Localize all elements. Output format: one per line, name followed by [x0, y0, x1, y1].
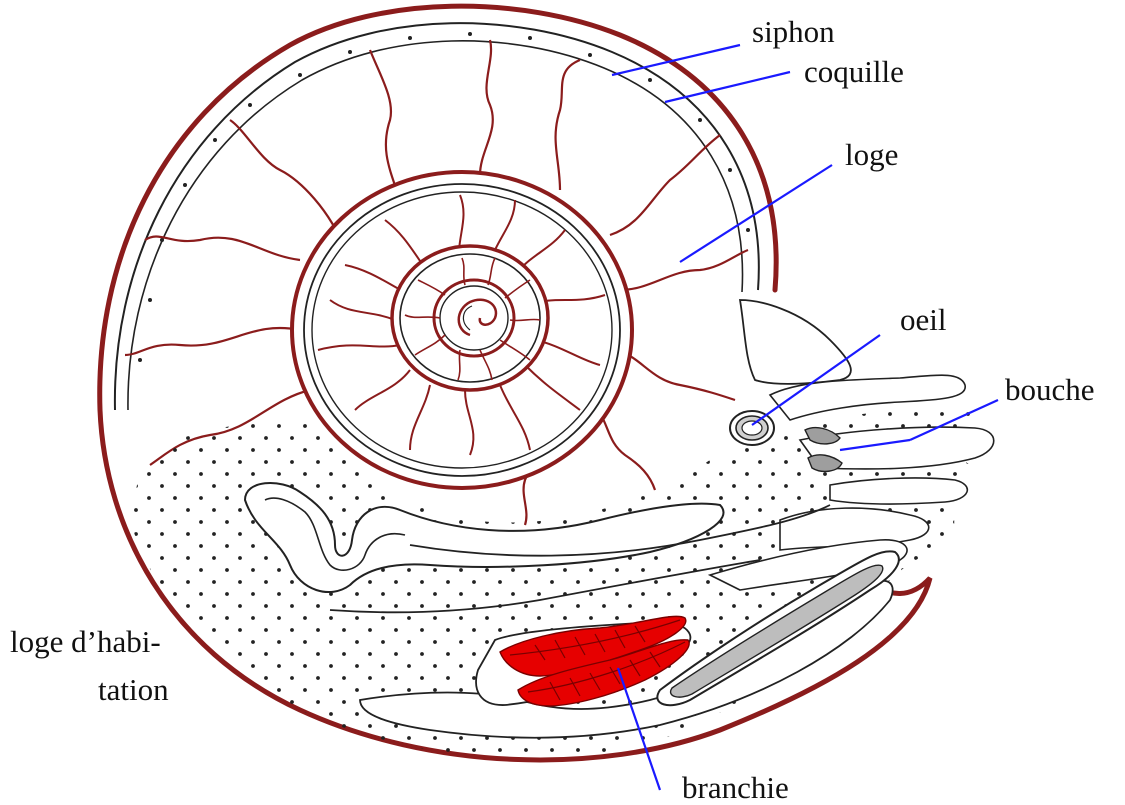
label-loge-habitation-2: tation — [98, 672, 169, 707]
hood-top — [740, 300, 851, 384]
eye — [730, 411, 774, 445]
label-branchie: branchie — [682, 770, 789, 805]
label-loge: loge — [845, 137, 898, 172]
leader-coquille — [665, 72, 790, 102]
label-bouche: bouche — [1005, 372, 1095, 407]
label-oeil: oeil — [900, 302, 947, 337]
label-siphon: siphon — [752, 14, 835, 49]
label-coquille: coquille — [804, 54, 904, 89]
label-loge-habitation-1: loge d’habi- — [10, 624, 161, 659]
inner-whorl — [392, 246, 548, 390]
leader-loge — [680, 165, 832, 262]
tentacle-low — [830, 478, 967, 504]
